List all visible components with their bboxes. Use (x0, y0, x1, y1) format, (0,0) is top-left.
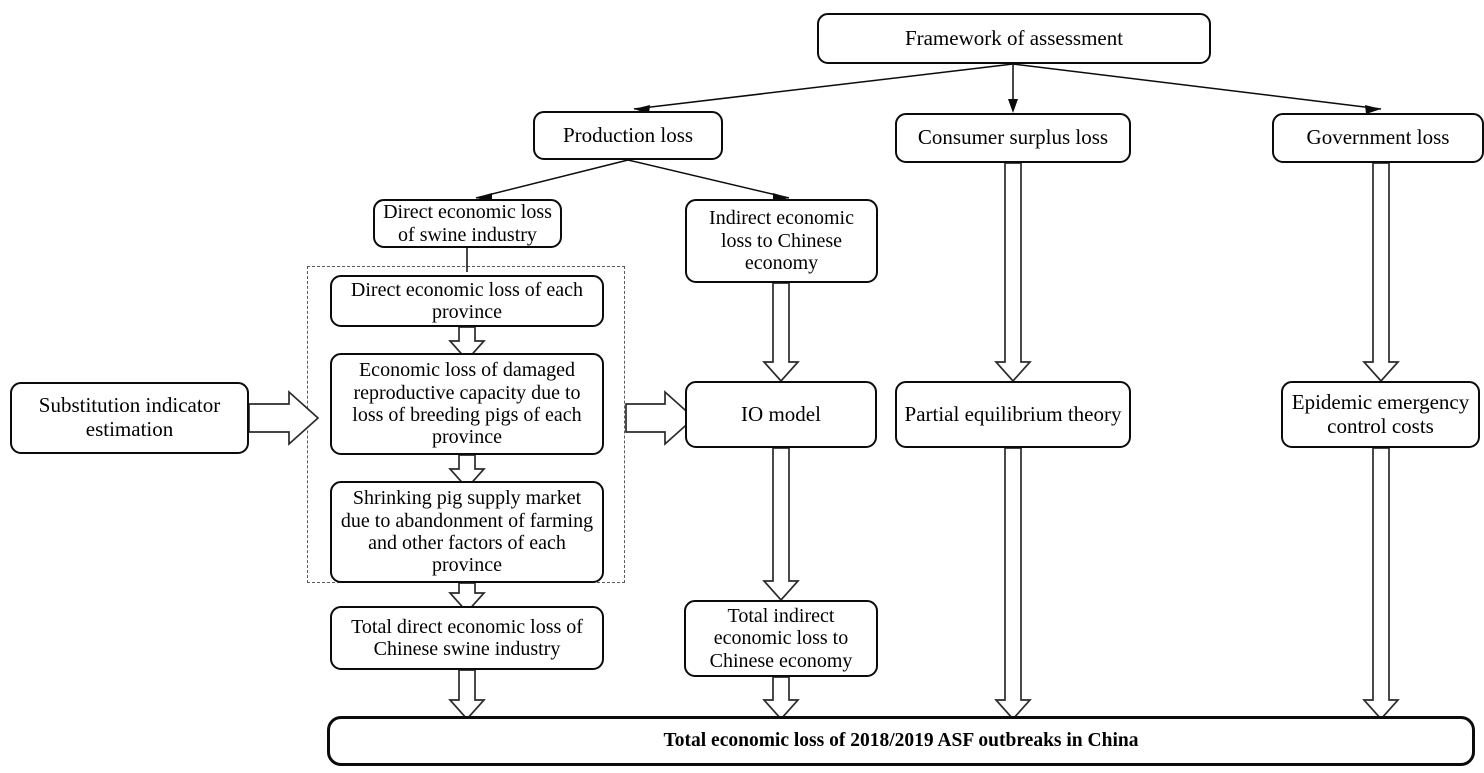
block-arrow-epidemic-to-total-bar (1362, 447, 1400, 721)
block-arrow-partial-equilibrium-to-total-bar (994, 447, 1032, 721)
connector-framework-to-production (633, 63, 1014, 114)
node-label: Substitution indicator estimation (38, 393, 221, 441)
node-label: Total indirect economic loss to Chinese … (709, 604, 853, 672)
node-substitution-indicator-estimation[interactable]: Substitution indicator estimation (10, 382, 249, 454)
node-economic-loss-damaged-reproductive-capacity[interactable]: Economic loss of damaged reproductive ca… (330, 353, 604, 455)
node-framework-of-assessment[interactable]: Framework of assessment (817, 13, 1211, 64)
node-label: Economic loss of damaged reproductive ca… (352, 359, 582, 449)
block-arrow-indirect-to-io-model (762, 282, 800, 383)
node-direct-economic-loss-each-province[interactable]: Direct economic loss of each province (330, 275, 604, 327)
node-label: Indirect economic loss to Chinese econom… (709, 207, 854, 275)
connector-framework-to-government (1012, 63, 1382, 114)
node-label: Total direct economic loss of Chinese sw… (351, 615, 583, 660)
node-shrinking-pig-supply-market[interactable]: Shrinking pig supply market due to aband… (330, 481, 604, 583)
connector-framework-to-consumer (1008, 64, 1018, 113)
node-total-direct-economic-loss-chinese-swine-industry[interactable]: Total direct economic loss of Chinese sw… (330, 606, 604, 670)
node-label: Consumer surplus loss (917, 125, 1109, 150)
node-total-economic-loss-bar[interactable]: Total economic loss of 2018/2019 ASF out… (327, 716, 1475, 766)
connector-production-to-indirect (627, 159, 790, 202)
node-indirect-economic-loss-chinese-economy[interactable]: Indirect economic loss to Chinese econom… (685, 199, 878, 283)
node-label: Partial equilibrium theory (904, 401, 1122, 426)
node-label: Framework of assessment (904, 25, 1124, 50)
connector-production-to-direct-swine (475, 159, 629, 202)
node-total-indirect-economic-loss-chinese-economy[interactable]: Total indirect economic loss to Chinese … (684, 600, 878, 677)
node-label: Production loss (562, 122, 694, 147)
block-arrow-total-direct-to-total-bar (448, 669, 486, 721)
block-arrow-io-model-to-total-indirect (762, 447, 800, 602)
node-direct-economic-loss-swine-industry[interactable]: Direct economic loss of swine industry (373, 199, 562, 248)
node-label: Shrinking pig supply market due to aband… (340, 487, 594, 577)
node-label: Total economic loss of 2018/2019 ASF out… (663, 730, 1139, 752)
node-partial-equilibrium-theory[interactable]: Partial equilibrium theory (895, 381, 1131, 448)
node-label: Government loss (1306, 125, 1450, 150)
block-arrow-group-to-io-model (625, 390, 696, 446)
node-production-loss[interactable]: Production loss (533, 111, 723, 160)
node-label: Direct economic loss of swine industry (383, 201, 552, 246)
block-arrow-government-to-epidemic (1362, 162, 1400, 383)
node-government-loss[interactable]: Government loss (1272, 113, 1484, 163)
block-arrow-total-indirect-to-total-bar (762, 676, 800, 721)
node-label: IO model (741, 401, 821, 426)
node-consumer-surplus-loss[interactable]: Consumer surplus loss (895, 113, 1131, 163)
node-label: Direct economic loss of each province (350, 278, 584, 323)
node-io-model[interactable]: IO model (685, 381, 877, 448)
node-label: Epidemic emergency control costs (1291, 389, 1470, 438)
node-epidemic-emergency-control-costs[interactable]: Epidemic emergency control costs (1281, 381, 1480, 448)
block-arrow-consumer-to-partial-equilibrium (994, 162, 1032, 383)
